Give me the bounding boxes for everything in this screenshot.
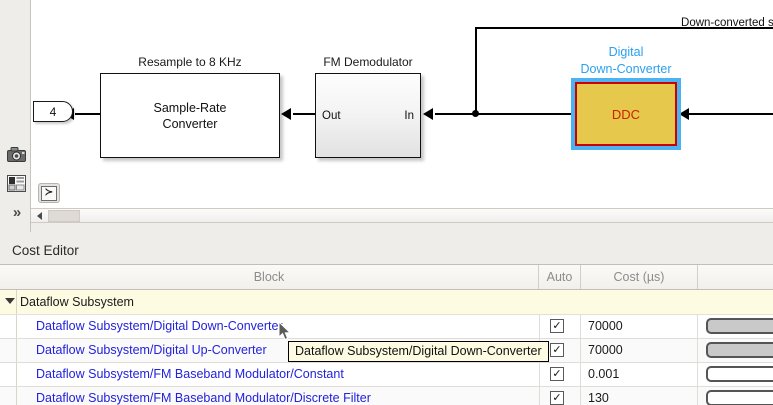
cell-cost[interactable]: 70000 (581, 339, 698, 362)
splitter-grip-icon: ...... (389, 225, 415, 235)
chevron-down-icon[interactable] (5, 298, 15, 304)
ddc-label: DDC (611, 106, 641, 122)
cell-cost[interactable]: 130 (581, 387, 698, 405)
legend-icon[interactable] (6, 173, 26, 193)
cost-editor-panel: Cost Editor Block Auto Cost (µs) Dataflo… (0, 232, 773, 405)
auto-checkbox[interactable]: ✓ (550, 367, 564, 381)
cell-block-name[interactable]: Dataflow Subsystem/Digital Up-Converter (36, 343, 267, 357)
cost-slider-widget[interactable] (706, 318, 773, 334)
ddc-title-line1: Digital (608, 45, 644, 59)
wire-branch-horizontal (475, 27, 773, 29)
output-port-4-label: 4 (49, 104, 57, 119)
wire-branch-vertical (475, 27, 477, 114)
table-row[interactable]: Dataflow Subsystem/FM Baseband Modulator… (0, 387, 773, 405)
cell-auto[interactable]: ✓ (539, 363, 581, 386)
table-header-row: Block Auto Cost (µs) (0, 265, 773, 290)
cell-block-name[interactable]: Dataflow Subsystem/FM Baseband Modulator… (36, 367, 344, 381)
fmdemod-port-out: Out (322, 109, 341, 122)
cell-extra[interactable] (698, 363, 773, 386)
canvas-horizontal-scrollbar[interactable] (31, 208, 773, 223)
auto-checkbox[interactable]: ✓ (550, 343, 564, 357)
table-row[interactable]: Dataflow Subsystem/FM Baseband Modulator… (0, 363, 773, 387)
wire-fmdemod-to-srcvt (293, 113, 317, 115)
wire-ddc-to-fmdemod (435, 113, 575, 115)
cost-slider-widget[interactable] (706, 342, 773, 358)
auto-checkbox[interactable]: ✓ (550, 319, 564, 333)
cell-block-name[interactable]: Dataflow Subsystem/FM Baseband Modulator… (36, 391, 371, 405)
cell-cost[interactable]: 0.001 (581, 363, 698, 386)
ddc-title-line2: Down-Converter (580, 62, 672, 76)
cost-slider-widget[interactable] (706, 366, 773, 382)
auto-checkbox[interactable]: ✓ (550, 391, 564, 405)
table-row[interactable]: Dataflow Subsystem/Digital Down-Converte… (0, 315, 773, 339)
srcvt-line2: Converter (162, 116, 218, 131)
row-indent-rule (16, 315, 17, 338)
table-group-row[interactable]: Dataflow Subsystem (0, 290, 773, 315)
column-header-auto[interactable]: Auto (539, 265, 581, 289)
fm-demodulator-title: FM Demodulator (323, 55, 413, 69)
cell-extra[interactable] (698, 339, 773, 362)
group-rule (16, 290, 17, 314)
cost-editor-table: Block Auto Cost (µs) Dataflow Subsystem … (0, 264, 773, 405)
sample-rate-converter-title: Resample to 8 KHz (138, 55, 242, 69)
block-fm-demodulator[interactable]: Out In (315, 73, 421, 158)
scroll-left-arrow-icon[interactable] (33, 210, 46, 222)
cell-cost[interactable]: 70000 (581, 315, 698, 338)
fmdemod-port-in: In (404, 109, 414, 122)
arrow-ddc-input (679, 108, 689, 120)
mouse-cursor (278, 320, 292, 347)
block-digital-down-converter[interactable]: DDC (571, 78, 681, 150)
model-canvas[interactable]: 4 Resample to 8 KHz Sample-Rate Converte… (31, 0, 773, 208)
cell-auto[interactable]: ✓ (539, 387, 581, 405)
column-header-extra[interactable] (698, 265, 773, 289)
cost-slider-widget[interactable] (706, 390, 773, 405)
signal-annotation: Down-converted signal (681, 17, 773, 29)
row-indent-rule (16, 363, 17, 386)
wire-ddc-input (689, 113, 773, 115)
cost-editor-title: Cost Editor (12, 243, 79, 258)
arrow-srcvt-in (281, 108, 291, 120)
digital-down-converter-title: Digital Down-Converter (560, 44, 692, 78)
scrollbar-thumb[interactable] (48, 210, 80, 222)
row-indent-rule (16, 339, 17, 362)
tooltip: Dataflow Subsystem/Digital Down-Converte… (288, 341, 549, 362)
wire-srcvt-to-port (75, 113, 102, 115)
group-label: Dataflow Subsystem (20, 295, 134, 309)
arrow-fmdemod-in (423, 108, 433, 120)
row-indent-rule (16, 387, 17, 405)
block-sample-rate-converter[interactable]: Sample-Rate Converter (100, 73, 280, 158)
terminal-prompt-icon: ≻ (41, 185, 57, 201)
terminal-toggle-button[interactable]: ≻ (38, 183, 60, 203)
output-port-4[interactable]: 4 (33, 101, 73, 122)
column-header-block[interactable]: Block (0, 265, 539, 289)
cell-extra[interactable] (698, 315, 773, 338)
canvas-toolstrip: » (0, 0, 31, 232)
cell-auto[interactable]: ✓ (539, 315, 581, 338)
more-chevron-icon[interactable]: » (12, 203, 21, 221)
column-header-cost[interactable]: Cost (µs) (581, 265, 698, 289)
cell-block-name[interactable]: Dataflow Subsystem/Digital Down-Converte… (36, 319, 283, 333)
camera-icon[interactable] (6, 144, 26, 164)
srcvt-line1: Sample-Rate (153, 100, 227, 115)
cell-extra[interactable] (698, 387, 773, 405)
